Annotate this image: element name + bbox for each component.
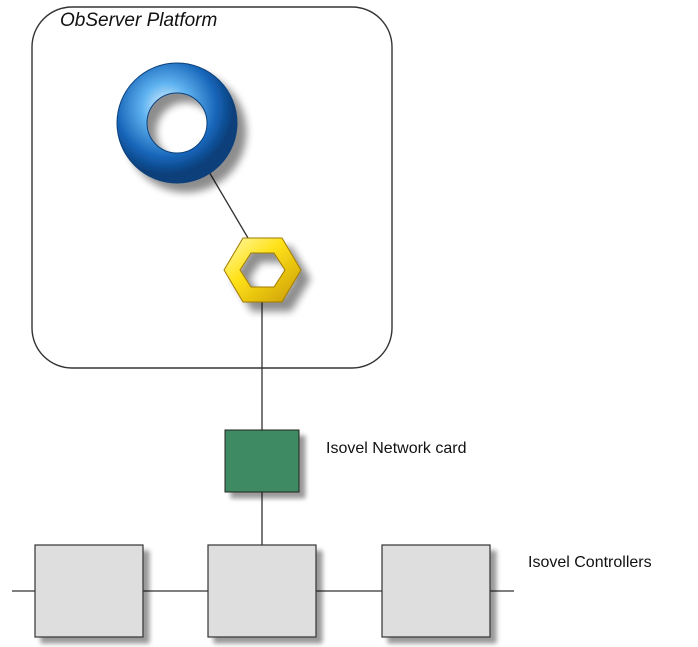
torus-service-icon bbox=[116, 62, 238, 184]
network-card-box bbox=[224, 429, 300, 493]
controllers-group bbox=[34, 544, 491, 638]
controller-box bbox=[207, 544, 317, 638]
hexagon-driver-icon bbox=[223, 237, 302, 303]
network-card-label: Isovel Network card bbox=[326, 440, 467, 457]
platform-container bbox=[31, 6, 393, 369]
platform-title: ObServer Platform bbox=[60, 10, 218, 31]
controller-box bbox=[381, 544, 491, 638]
controllers-label: Isovel Controllers bbox=[528, 554, 652, 571]
connector-torus-hex bbox=[204, 164, 249, 239]
controller-box bbox=[34, 544, 144, 638]
